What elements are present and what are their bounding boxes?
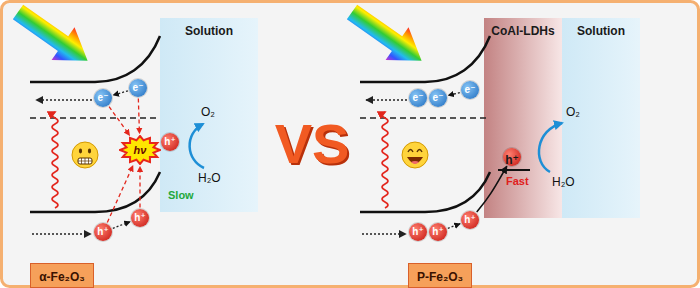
electron-text: e⁻ (433, 93, 444, 103)
hole-text: h⁺ (464, 215, 475, 225)
conduction-band (30, 36, 160, 82)
electron-text: e⁻ (465, 85, 476, 95)
rate-label: Fast (506, 176, 529, 187)
hole-flow (32, 233, 91, 234)
species-label: H₂O (552, 176, 575, 188)
transfer-arrow (477, 166, 507, 212)
electron-flow (36, 99, 92, 100)
fermi-level (360, 117, 490, 119)
tongue (411, 161, 419, 164)
happy-face (402, 142, 428, 168)
recombination-burst-text: hν (134, 145, 147, 156)
valence-band (360, 172, 490, 212)
hole-flow (362, 233, 406, 234)
hole: h⁺ (409, 223, 427, 241)
sad-face (72, 142, 98, 168)
transfer-arrow (109, 107, 130, 136)
electron-text: e⁻ (133, 83, 144, 93)
solution-region (160, 18, 258, 212)
light-arrow (7, 0, 100, 77)
hole: h⁺ (94, 223, 112, 241)
recombination-burst: hν (119, 135, 161, 165)
mouth (78, 158, 92, 164)
band-diagram (360, 36, 490, 212)
hole-text: h⁺ (505, 148, 519, 166)
hole-text: h⁺ (134, 213, 145, 223)
eye (88, 149, 91, 154)
species-label: O₂ (201, 106, 215, 118)
hole: h⁺ (131, 209, 149, 227)
electron-text: e⁻ (413, 93, 424, 103)
species-label: O₂ (566, 106, 580, 118)
electron: e⁻ (94, 89, 112, 107)
rate-label: Slow (168, 190, 194, 201)
face (402, 142, 428, 168)
transfer-arrow (138, 98, 139, 133)
hole: h⁺ (461, 211, 479, 229)
band-diagram (30, 36, 160, 212)
transfer-arrow (107, 166, 133, 223)
material-tag-text: P-Fe₂O₃ (417, 270, 463, 284)
hole-text: h⁺ (432, 227, 443, 237)
hole: h⁺ (503, 148, 521, 166)
oxidation-arrow (539, 123, 562, 172)
ldh-layer (484, 18, 562, 218)
eye (408, 150, 422, 153)
electron: e⁻ (409, 89, 427, 107)
solution-region: Solution (562, 18, 640, 218)
hole: h⁺ (429, 223, 447, 241)
solution-region (562, 18, 640, 218)
light-arrow (341, 0, 434, 77)
ldh-layer-text: CoAl-LDHs (484, 18, 562, 38)
electron-text: e⁻ (98, 93, 109, 103)
material-tag: α-Fe₂O₃ (30, 263, 94, 288)
ldh-layer: CoAl-LDHs h⁺ (484, 18, 562, 218)
transfer-arrow (448, 224, 460, 229)
electron-flow (366, 99, 407, 100)
transfer-arrow (113, 91, 128, 95)
material-tag-text: α-Fe₂O₃ (39, 270, 85, 284)
excitation-wave (52, 112, 58, 208)
species-label: H₂O (198, 172, 221, 184)
electron: e⁻ (129, 79, 147, 97)
hole-text: h⁺ (97, 227, 108, 237)
mouth (407, 157, 423, 164)
hole: h⁺ (161, 133, 179, 151)
burst-shape (120, 136, 160, 164)
hole-text: h⁺ (412, 227, 423, 237)
solution-region-text: Solution (562, 18, 640, 38)
transfer-arrow (448, 93, 460, 96)
eye (79, 149, 82, 154)
material-tag: P-Fe₂O₃ (408, 263, 472, 288)
teeth (78, 158, 92, 164)
hole-text: h⁺ (164, 137, 175, 147)
oxidation-arrow (190, 124, 204, 168)
conduction-band (360, 36, 490, 82)
energy-level (498, 169, 530, 171)
face (72, 142, 98, 168)
light-arrow (7, 0, 100, 77)
electron: e⁻ (461, 81, 479, 99)
versus-label: VS (275, 116, 350, 172)
electron: e⁻ (429, 89, 447, 107)
solution-region-text: Solution (160, 18, 258, 38)
transfer-arrow (113, 222, 130, 229)
light-arrow (341, 0, 434, 77)
excitation-wave (382, 112, 388, 208)
fermi-level (30, 117, 160, 119)
transfer-arrow (139, 167, 140, 208)
